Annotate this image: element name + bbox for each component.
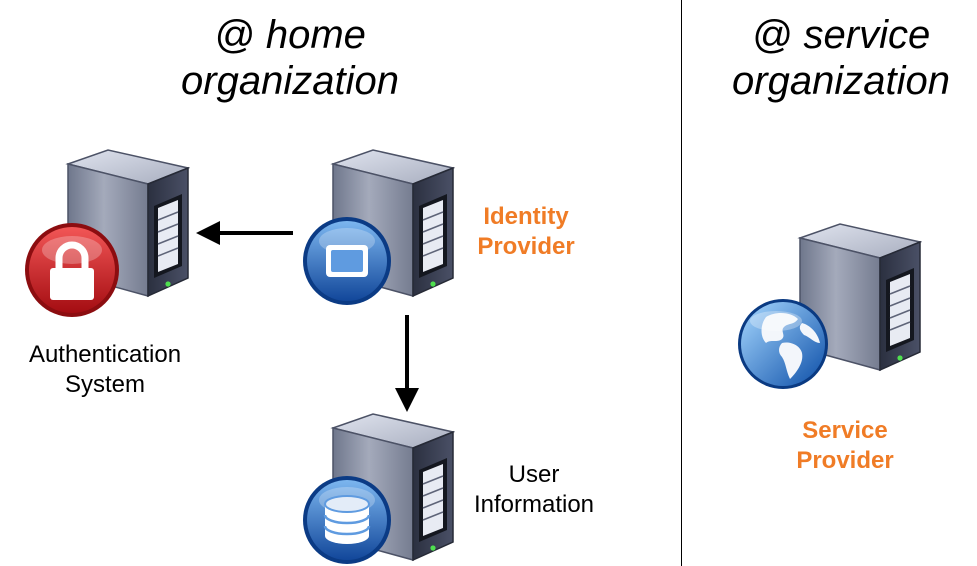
database-icon [303,476,391,564]
home-organization-line1: @ home [214,13,366,57]
service-provider-line2: Provider [796,447,894,474]
authentication-system-line2: System [64,371,145,398]
authentication-system-label: Authentication System [10,340,200,400]
service-organization-heading: @ service organization [712,12,970,104]
globe-icon [738,299,828,389]
home-organization-heading: @ home organization [120,12,460,104]
user-information-line1: User [508,461,560,488]
service-organization-line2: organization [732,59,950,103]
organization-divider [681,0,682,566]
service-organization-line1: @ service [751,13,931,57]
identity-provider-line1: Identity [483,203,569,230]
identity-provider-label: Identity Provider [456,202,596,262]
authentication-system-line1: Authentication [28,341,182,368]
home-organization-line2: organization [181,59,399,103]
user-information-label: User Information [464,460,604,520]
service-provider-line1: Service [802,417,888,444]
service-provider-label: Service Provider [775,416,915,476]
window-icon [303,217,391,305]
identity-provider-line2: Provider [477,233,575,260]
lock-icon [25,223,119,317]
user-information-line2: Information [473,491,595,518]
